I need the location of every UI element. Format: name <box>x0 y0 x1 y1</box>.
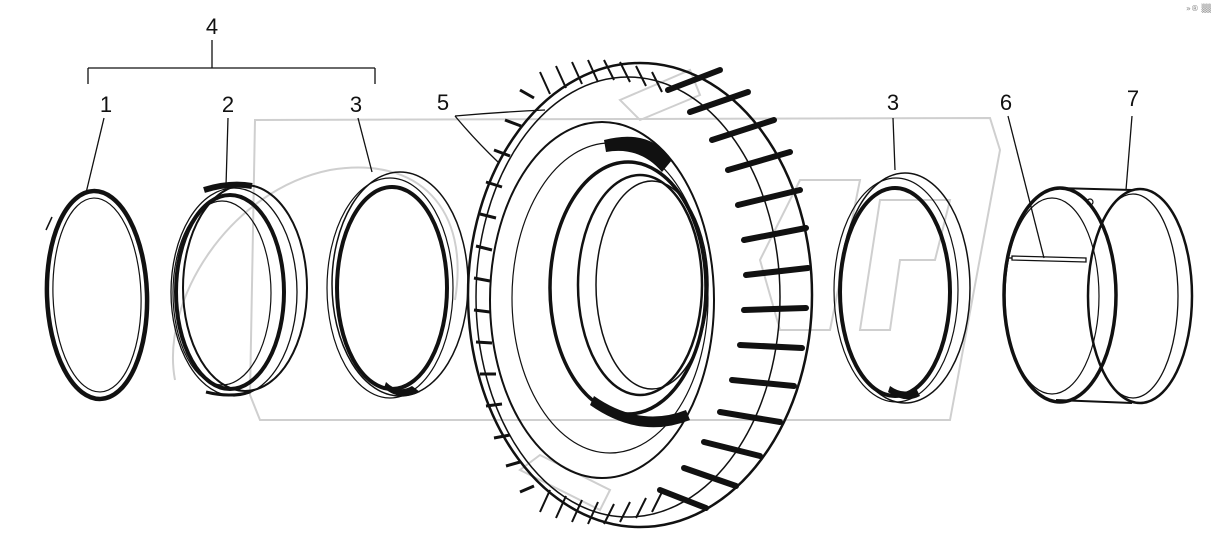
callout-4: 4 <box>206 14 218 39</box>
corner-watermark-text: »® ▒▒▒ <box>1186 3 1211 13</box>
leader-lines <box>85 109 1133 259</box>
key-part <box>1008 255 1087 263</box>
callout-3-left: 3 <box>350 92 362 117</box>
group-bracket <box>87 40 376 84</box>
callout-2: 2 <box>222 92 234 117</box>
tread-teeth <box>473 88 535 494</box>
tread-ribs <box>539 59 663 525</box>
tread-lugs <box>657 67 811 511</box>
lock-ring <box>44 188 150 402</box>
bead-seat-band <box>170 181 308 397</box>
rim-base <box>1002 186 1194 405</box>
callout-3-right: 3 <box>887 90 899 115</box>
flange-right <box>833 172 971 404</box>
flange-left <box>326 171 469 399</box>
callout-5: 5 <box>437 90 449 115</box>
callout-6: 6 <box>1000 90 1012 115</box>
tire <box>466 59 814 529</box>
callout-1: 1 <box>100 92 112 117</box>
callout-7: 7 <box>1127 86 1139 111</box>
